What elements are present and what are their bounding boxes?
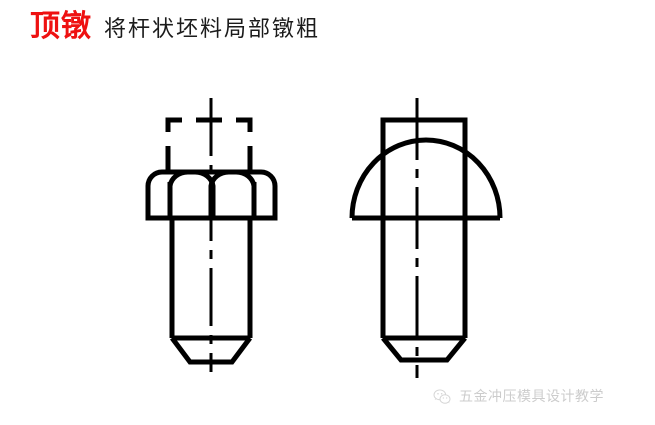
title-description: 将杆状坯料局部镦粗: [104, 17, 321, 42]
head-divider-lines: [167, 182, 257, 218]
blank-outline-dashed: [165, 117, 253, 172]
blank-outline-solid: [380, 117, 468, 218]
figure-hex-head-bolt: [145, 98, 278, 372]
watermark: 五金冲压模具设计教学: [432, 385, 604, 409]
page-title: 顶镦 将杆状坯料局部镦粗: [30, 12, 320, 54]
head-chamfer-arc-right: [208, 169, 257, 218]
dome-head-arc: [349, 137, 503, 219]
figure-dome-head-bolt: [349, 98, 503, 378]
shank-outline: [380, 218, 468, 338]
wechat-icon: [433, 389, 451, 404]
tip-chamfer: [381, 335, 467, 363]
watermark-text: 五金冲压模具设计教学: [459, 389, 604, 405]
title-keyword: 顶镦: [30, 9, 92, 44]
shank-outline: [169, 218, 253, 338]
